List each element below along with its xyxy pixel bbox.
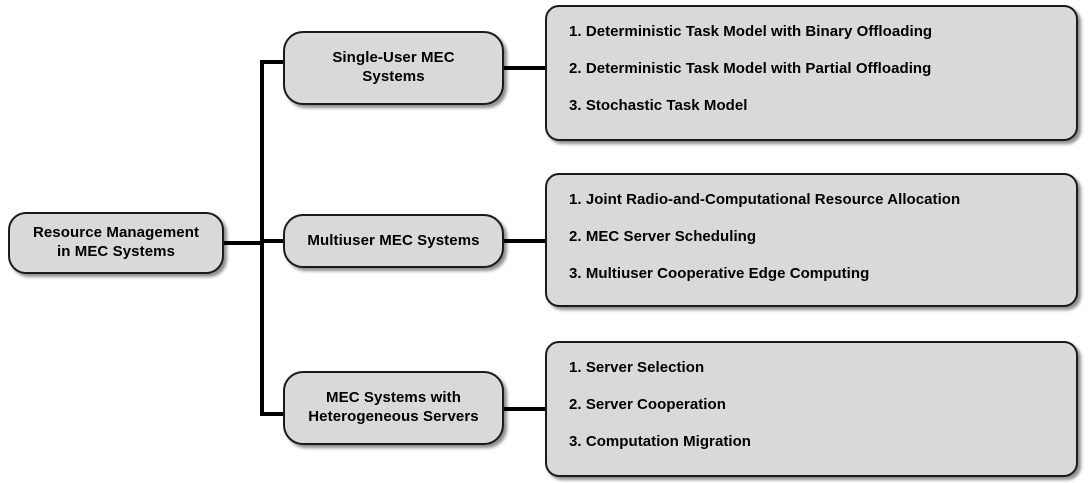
detail-panel-single-user-mec-systems: 1. Deterministic Task Model with Binary … [545, 5, 1078, 141]
connector-category-1-to-panel-1 [501, 66, 548, 70]
connector-trunk-to-category-3 [260, 412, 288, 416]
category-node-1-label-line1: Single-User MEC [332, 49, 455, 67]
connector-trunk-vertical [260, 60, 264, 416]
category-node-3-label: MEC Systems with Heterogeneous Servers [308, 389, 479, 427]
connector-trunk-to-category-1 [260, 60, 288, 64]
root-node[interactable]: Resource Management in MEC Systems [8, 212, 224, 274]
connector-root-to-trunk [224, 241, 264, 245]
root-node-label-line1: Resource Management [32, 224, 200, 242]
panel-2-item-1: 1. Joint Radio-and-Computational Resourc… [569, 191, 961, 208]
category-node-multiuser-mec-systems[interactable]: Multiuser MEC Systems [283, 214, 504, 268]
connector-category-2-to-panel-2 [501, 239, 548, 243]
panel-2-item-2: 2. MEC Server Scheduling [569, 228, 757, 245]
category-node-mec-systems-with-heterogeneous-servers[interactable]: MEC Systems with Heterogeneous Servers [283, 371, 504, 445]
category-node-1-label: Single-User MEC Systems [332, 49, 454, 87]
panel-2-item-3: 3. Multiuser Cooperative Edge Computing [569, 265, 870, 282]
category-node-1-label-line2: Systems [362, 68, 425, 85]
connector-category-3-to-panel-3 [501, 407, 548, 411]
detail-panel-multiuser-mec-systems: 1. Joint Radio-and-Computational Resourc… [545, 173, 1078, 307]
panel-1-item-2: 2. Deterministic Task Model with Partial… [569, 60, 932, 77]
category-node-2-label-line1: Multiuser MEC Systems [307, 231, 480, 249]
category-node-3-label-line1: MEC Systems with [326, 389, 461, 407]
category-node-2-label: Multiuser MEC Systems [307, 232, 479, 251]
panel-1-item-1: 1. Deterministic Task Model with Binary … [569, 23, 933, 40]
root-node-label: Resource Management in MEC Systems [33, 224, 199, 262]
detail-panel-mec-systems-with-heterogeneous-servers: 1. Server Selection 2. Server Cooperatio… [545, 341, 1078, 477]
root-node-label-line2: in MEC Systems [56, 243, 176, 260]
category-node-single-user-mec-systems[interactable]: Single-User MEC Systems [283, 31, 504, 105]
panel-3-item-2: 2. Server Cooperation [569, 396, 726, 413]
panel-3-item-1: 1. Server Selection [569, 359, 705, 376]
panel-3-item-3: 3. Computation Migration [569, 433, 752, 450]
panel-1-item-3: 3. Stochastic Task Model [569, 97, 748, 114]
connector-trunk-to-category-2 [260, 239, 288, 243]
category-node-3-label-line2: Heterogeneous Servers [308, 408, 479, 425]
